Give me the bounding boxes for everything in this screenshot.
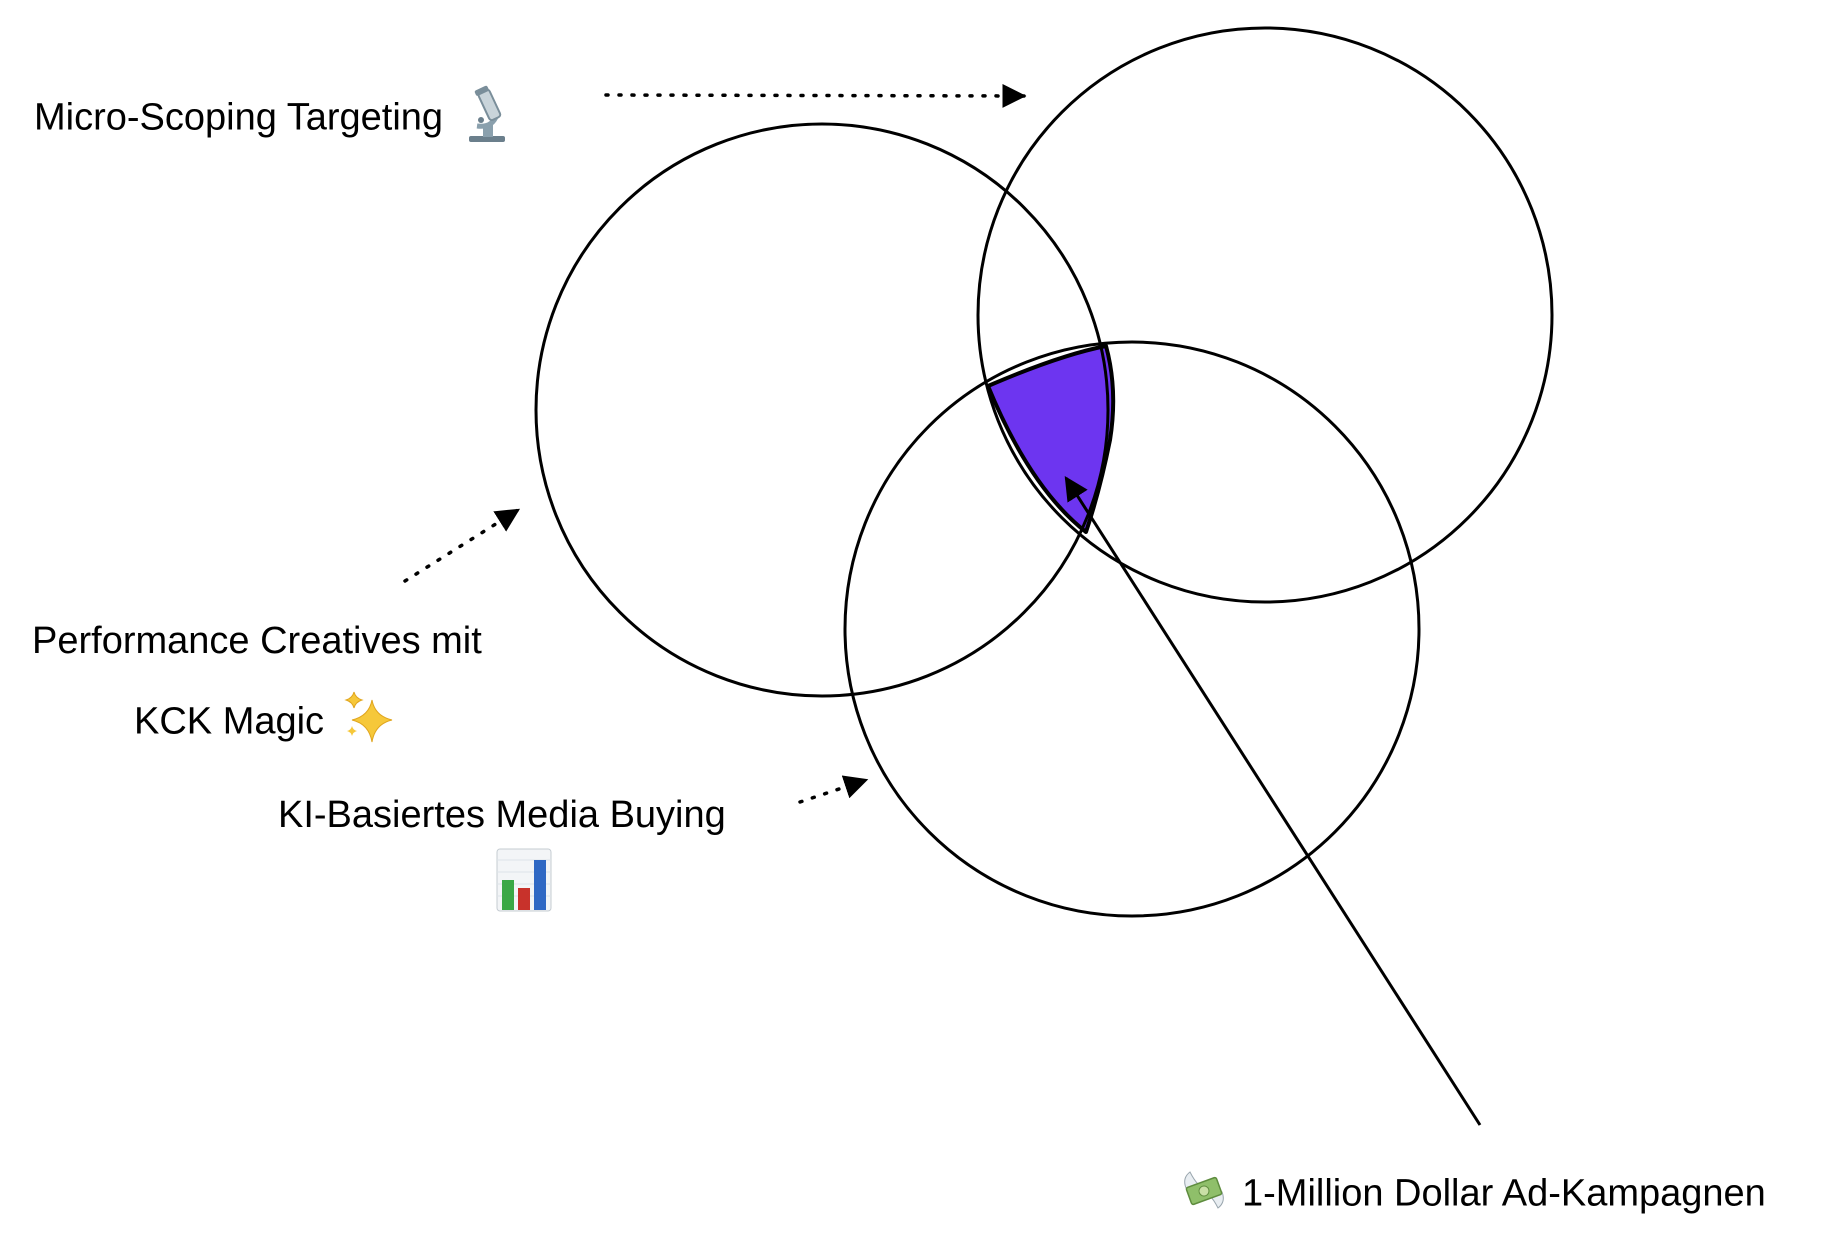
bar-chart-icon	[496, 848, 552, 917]
media-buying-arrow	[798, 775, 869, 804]
money-with-wings-icon	[1180, 1166, 1228, 1225]
microscope-icon	[463, 84, 511, 155]
million-label: 1-Million Dollar Ad-Kampagnen	[1180, 1166, 1766, 1225]
performance-text-1: Performance Creatives mit	[32, 620, 482, 662]
performance-label-line1: Performance Creatives mit	[32, 618, 482, 664]
venn-circle-media-buying	[843, 340, 1421, 918]
targeting-arrow	[604, 83, 1027, 108]
million-pointer-arrow	[1064, 475, 1482, 1126]
performance-text-2: KCK Magic	[134, 700, 325, 743]
sparkles-icon	[342, 690, 398, 757]
venn-circle-performance	[534, 122, 1110, 698]
media-buying-label: KI-Basiertes Media Buying	[278, 792, 726, 838]
performance-label-line2: KCK Magic	[134, 690, 398, 757]
venn-circle-targeting	[976, 26, 1554, 604]
million-text: 1-Million Dollar Ad-Kampagnen	[1242, 1172, 1766, 1215]
media-buying-text: KI-Basiertes Media Buying	[278, 794, 726, 836]
micro-scoping-label: Micro-Scoping Targeting	[34, 84, 511, 155]
performance-arrow	[403, 508, 521, 583]
micro-scoping-text: Micro-Scoping Targeting	[34, 96, 444, 139]
